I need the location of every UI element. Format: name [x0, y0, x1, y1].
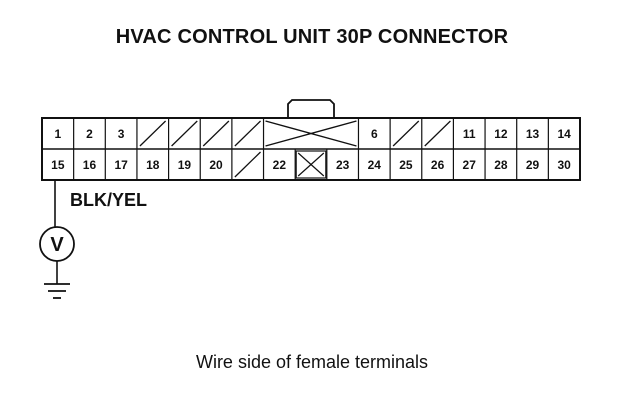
terminal-24: 24 [368, 158, 382, 172]
terminal-16: 16 [83, 158, 97, 172]
terminal-27: 27 [463, 158, 477, 172]
unused-cavity [139, 120, 167, 147]
voltmeter-symbol: V [50, 234, 64, 256]
terminal-19: 19 [178, 158, 192, 172]
terminal-30: 30 [557, 158, 571, 172]
unused-cavity [392, 120, 420, 147]
diagram-caption: Wire side of female terminals [195, 352, 429, 372]
terminal-6: 6 [371, 127, 378, 141]
terminal-29: 29 [526, 158, 540, 172]
terminal-15: 15 [51, 158, 65, 172]
wire-color-label: BLK/YEL [70, 190, 148, 210]
terminal-1: 1 [54, 127, 61, 141]
diagram-title: HVAC CONTROL UNIT 30P CONNECTOR [115, 26, 509, 48]
connector-latch [287, 99, 335, 118]
terminal-23: 23 [336, 158, 350, 172]
terminal-22: 22 [273, 158, 287, 172]
terminal-18: 18 [146, 158, 160, 172]
terminal-11: 11 [463, 127, 476, 141]
terminal-25: 25 [399, 158, 413, 172]
unused-cavity [171, 120, 198, 147]
voltmeter-probe-circuit: V [39, 180, 75, 299]
unused-cavity [202, 120, 230, 147]
unused-cavity [424, 120, 451, 147]
terminal-17: 17 [114, 158, 128, 172]
terminal-20: 20 [209, 158, 223, 172]
lock-cross [265, 120, 357, 147]
unused-cavity [234, 151, 261, 178]
terminal-12: 12 [494, 127, 508, 141]
terminal-14: 14 [557, 127, 571, 141]
terminal-13: 13 [526, 127, 540, 141]
unused-cavity [234, 120, 261, 147]
blocked-cross [297, 152, 325, 177]
terminal-28: 28 [494, 158, 508, 172]
terminal-2: 2 [86, 127, 93, 141]
blocked-cavity [295, 150, 327, 179]
ground-icon [44, 283, 70, 299]
terminal-3: 3 [118, 127, 125, 141]
terminal-26: 26 [431, 158, 445, 172]
